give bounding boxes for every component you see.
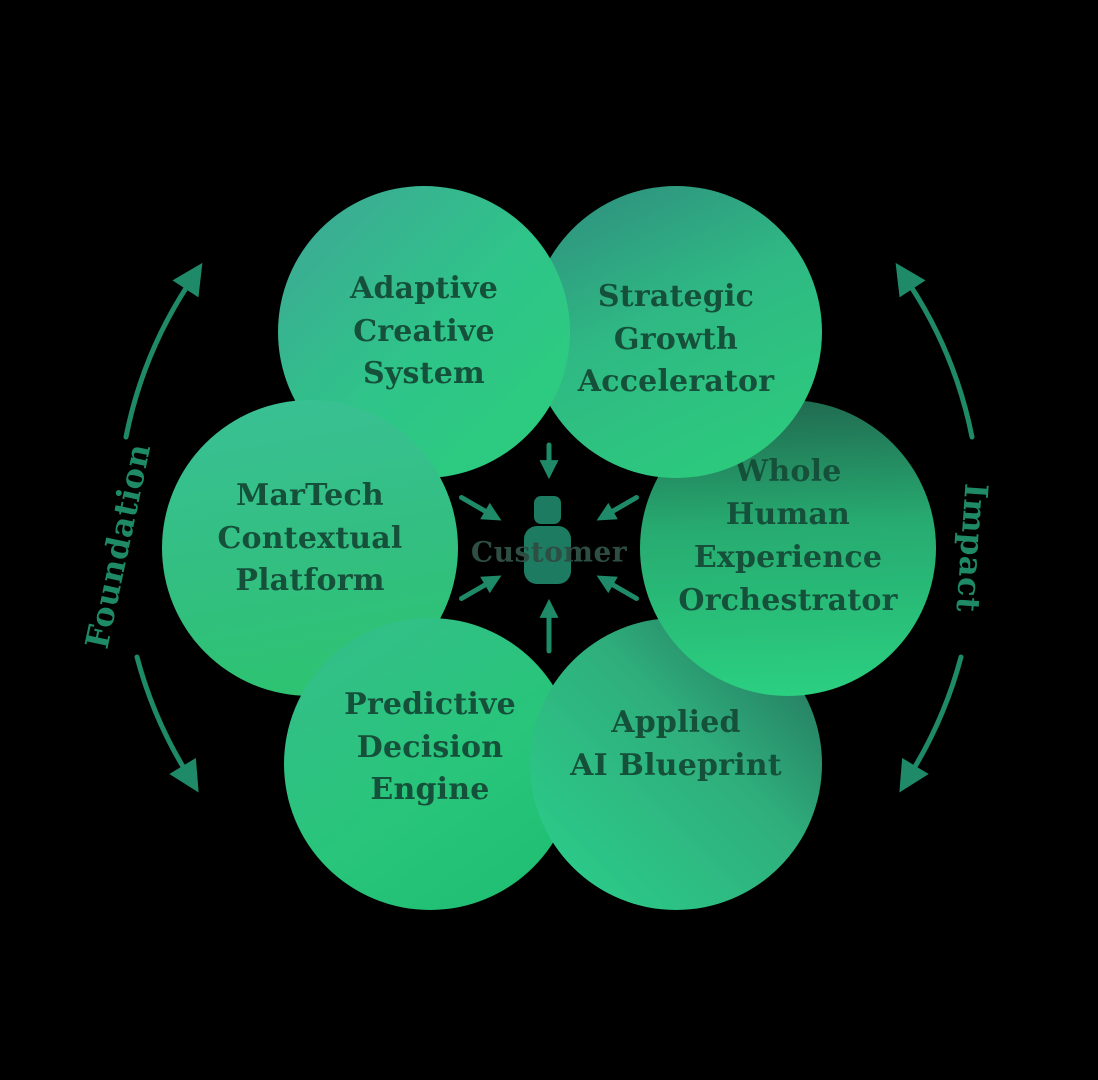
inward-arrow-bottom-left bbox=[459, 575, 502, 601]
inward-arrow-top-right bbox=[596, 495, 639, 521]
circle-label: Strategic Growth Accelerator bbox=[577, 278, 775, 400]
circle-label: MarTech Contextual Platform bbox=[217, 477, 403, 599]
circle-label: Whole Human Experience Orchestrator bbox=[678, 454, 898, 618]
foundation-arc-upper bbox=[123, 262, 203, 440]
inward-arrow-bottom-right bbox=[596, 575, 639, 601]
circle-label: Applied AI Blueprint bbox=[570, 705, 782, 783]
impact-arc-upper bbox=[895, 262, 975, 440]
center-label-customer: Customer bbox=[470, 535, 628, 569]
inward-arrow-top-left bbox=[459, 495, 502, 521]
circle-predictive-decision-engine: Predictive Decision Engine bbox=[284, 618, 576, 910]
circle-label: Adaptive Creative System bbox=[349, 270, 499, 392]
side-label-foundation: Foundation bbox=[77, 440, 159, 652]
circle-label: Predictive Decision Engine bbox=[344, 686, 516, 808]
circle-whole-human-experience-orchestrator: Whole Human Experience Orchestrator bbox=[640, 400, 936, 696]
foundation-arc-lower bbox=[134, 654, 199, 793]
circle-strategic-growth-accelerator: Strategic Growth Accelerator bbox=[530, 186, 822, 478]
side-label-impact: Impact bbox=[948, 482, 996, 614]
impact-arc-lower bbox=[899, 654, 964, 793]
circle-adaptive-creative-system: Adaptive Creative System bbox=[278, 186, 570, 478]
